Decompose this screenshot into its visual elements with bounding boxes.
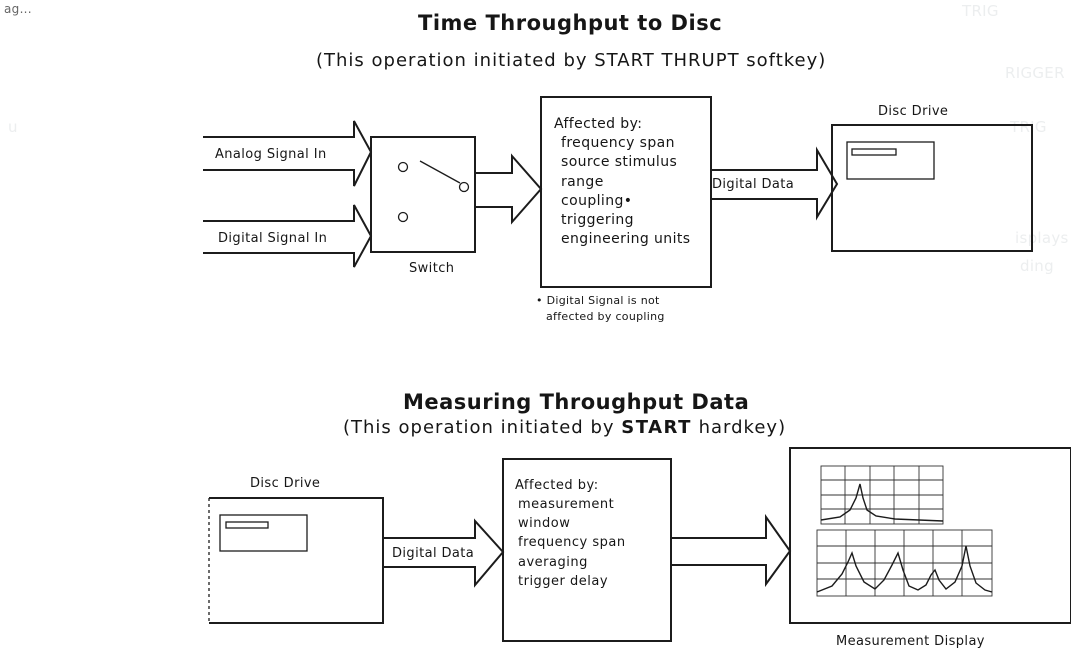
- switch-contact-right: [458, 181, 470, 193]
- affected-item-2-0: measurement: [518, 497, 615, 512]
- footnote-line2: affected by coupling: [546, 310, 665, 323]
- switch-contact-top: [397, 161, 409, 173]
- bleed-margin-label: ag...: [4, 2, 32, 16]
- affected-item-1-2: range: [561, 174, 604, 190]
- bleed-right-row4: isplays: [1015, 229, 1069, 247]
- affected-item-1-3: coupling•: [561, 193, 633, 209]
- diagram1-subtitle: (This operation initiated by START THRUP…: [316, 50, 827, 71]
- disc-drive-box-2: [209, 497, 384, 624]
- affected-item-2-4: trigger delay: [518, 574, 609, 589]
- analog-signal-label: Analog Signal In: [215, 147, 327, 162]
- measurement-display-label: Measurement Display: [836, 634, 985, 649]
- switch-box: [370, 136, 476, 253]
- disc-drive-box-1: [831, 124, 1033, 252]
- affected-item-1-0: frequency span: [561, 135, 675, 151]
- disc-drive-label-2: Disc Drive: [250, 476, 321, 491]
- diagram2-subtitle-pre: (This operation initiated by: [343, 417, 615, 438]
- diagram1-title: Time Throughput to Disc: [418, 11, 723, 35]
- processing-to-display-arrow: [671, 513, 792, 588]
- digital-data-arrow-1: [711, 146, 839, 221]
- affected-item-1-5: engineering units: [561, 231, 691, 247]
- switch-lever: [419, 160, 461, 184]
- display-upper-plot: [820, 465, 944, 525]
- switch-label: Switch: [409, 261, 455, 276]
- processing-box-2: [502, 458, 672, 642]
- affected-heading-2: Affected by:: [515, 478, 599, 493]
- diagram2-title: Measuring Throughput Data: [403, 390, 750, 414]
- disc-slot-frame-2: [219, 514, 308, 552]
- measurement-display-box: [789, 447, 1071, 624]
- switch-contact-bottom: [397, 211, 409, 223]
- affected-item-2-3: averaging: [518, 555, 588, 570]
- affected-item-2-1: window: [518, 516, 571, 531]
- bleed-right-row3: TRIG: [1010, 118, 1047, 136]
- diagram2-subtitle-post: hardkey): [698, 417, 787, 438]
- display-lower-plot: [816, 529, 993, 597]
- diagram2-subtitle: (This operation initiated by START hardk…: [343, 419, 786, 437]
- bleed-right-row5: ding: [1020, 257, 1054, 275]
- affected-item-1-1: source stimulus: [561, 154, 678, 170]
- disc-slot-1: [851, 148, 897, 156]
- digital-data-label-2: Digital Data: [392, 546, 475, 561]
- affected-item-1-4: triggering: [561, 212, 634, 228]
- processing-box-1: [540, 96, 712, 288]
- start-hardkey-label: START: [621, 417, 692, 438]
- affected-heading-1: Affected by:: [554, 116, 643, 132]
- footnote-line1: • Digital Signal is not: [536, 294, 660, 307]
- affected-item-2-2: frequency span: [518, 535, 626, 550]
- disc-slot-frame-1: [846, 141, 935, 180]
- disc-drive-label-1: Disc Drive: [878, 104, 949, 119]
- digital-data-label-1: Digital Data: [712, 177, 795, 192]
- bleed-right-top: TRIG: [962, 2, 999, 20]
- switch-to-processing-arrow: [475, 153, 543, 225]
- disc-slot-2: [225, 521, 269, 529]
- bleed-left-row3: u: [8, 118, 18, 136]
- digital-signal-label: Digital Signal In: [218, 231, 328, 246]
- bleed-right-row2: RIGGER: [1005, 64, 1065, 82]
